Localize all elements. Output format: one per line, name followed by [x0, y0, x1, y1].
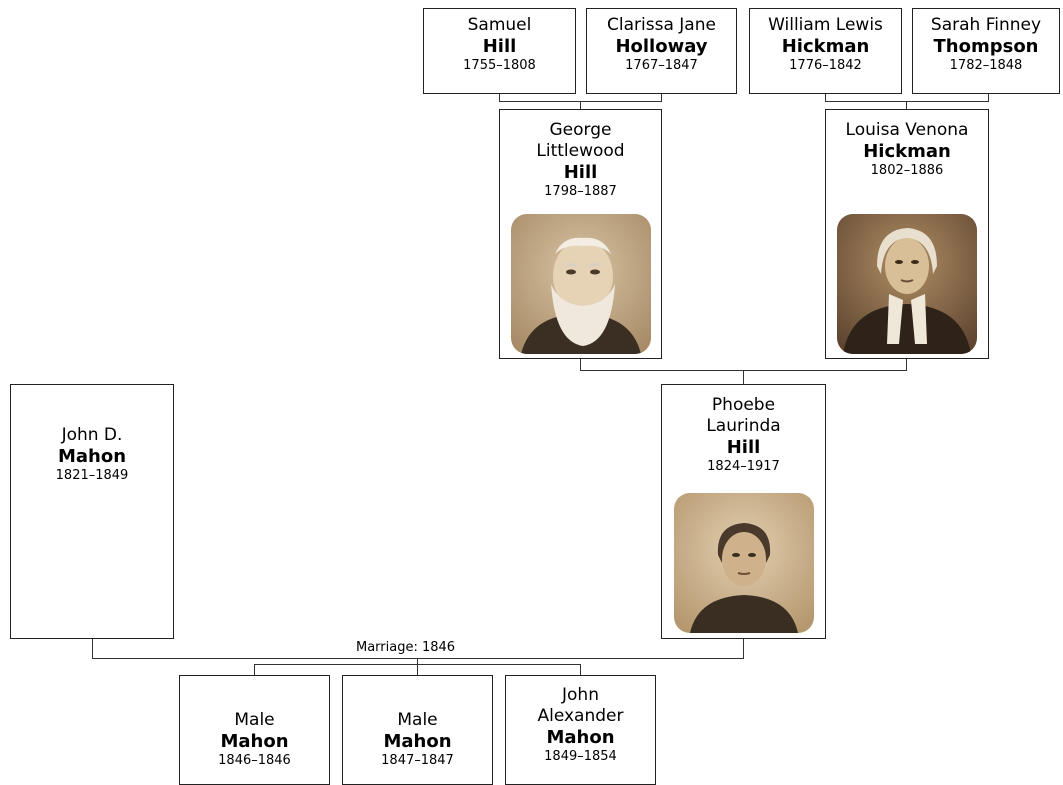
person-dates: 1847–1847	[381, 753, 454, 768]
woman-bonnet-portrait-icon	[837, 214, 977, 354]
person-dates: 1798–1887	[544, 184, 617, 199]
person-given-name: George	[549, 120, 612, 140]
connector-line	[988, 93, 989, 101]
portrait-photo[interactable]	[837, 214, 977, 354]
connector-line	[254, 664, 255, 675]
person-surname: Mahon	[383, 731, 452, 752]
person-dates: 1824–1917	[707, 459, 780, 474]
person-surname: Hickman	[781, 36, 870, 57]
connector-line	[499, 93, 500, 101]
person-given-name: Sarah Finney	[930, 15, 1042, 35]
person-surname: Mahon	[57, 446, 127, 467]
connector-line	[743, 370, 744, 384]
person-given-name: Alexander	[537, 706, 624, 726]
connector-line	[906, 358, 907, 371]
person-given-name: Phoebe	[711, 395, 776, 415]
person-card-george-hill[interactable]: George Littlewood Hill 1798–1887	[499, 109, 662, 359]
person-card-clarissa-holloway[interactable]: Clarissa Jane Holloway 1767–1847	[586, 8, 737, 94]
connector-line	[580, 101, 581, 109]
person-surname: Hill	[482, 36, 517, 57]
person-card-samuel-hill[interactable]: Samuel Hill 1755–1808	[423, 8, 576, 94]
connector-line	[825, 93, 826, 101]
connector-line	[92, 638, 93, 659]
person-dates: 1821–1849	[55, 468, 129, 483]
person-given-name: John D.	[61, 425, 123, 445]
woman-portrait-icon	[673, 493, 814, 633]
person-given-name: Laurinda	[706, 416, 781, 436]
connector-line	[906, 101, 907, 109]
person-surname: Hill	[726, 437, 761, 458]
person-card-sarah-thompson[interactable]: Sarah Finney Thompson 1782–1848	[912, 8, 1060, 94]
person-card-william-hickman[interactable]: William Lewis Hickman 1776–1842	[749, 8, 902, 94]
connector-line	[661, 93, 662, 101]
person-dates: 1776–1842	[789, 58, 862, 73]
person-given-name: Littlewood	[536, 141, 625, 161]
person-dates: 1849–1854	[544, 749, 617, 764]
connector-line	[92, 658, 744, 659]
portrait-photo[interactable]	[673, 493, 814, 633]
person-card-john-mahon[interactable]: John D. Mahon 1821–1849	[10, 384, 174, 639]
person-surname: Mahon	[220, 731, 289, 752]
connector-line	[417, 658, 418, 665]
person-given-name: Louisa Venona	[845, 120, 969, 140]
person-card-phoebe-hill[interactable]: Phoebe Laurinda Hill 1824–1917	[661, 384, 826, 639]
person-surname: Hickman	[863, 141, 951, 162]
person-given-name: Clarissa Jane	[607, 15, 716, 35]
connector-line	[825, 101, 989, 102]
person-surname: Holloway	[615, 36, 708, 57]
connector-line	[580, 664, 581, 675]
person-given-name: Male	[397, 710, 438, 730]
person-surname: Hill	[563, 162, 598, 183]
person-dates: 1782–1848	[949, 58, 1023, 73]
person-card-john-alexander-mahon[interactable]: John Alexander Mahon 1849–1854	[505, 675, 656, 785]
marriage-label: Marriage: 1846	[352, 640, 460, 656]
person-given-name: Samuel	[467, 15, 532, 35]
portrait-photo[interactable]	[510, 214, 651, 354]
person-given-name: John	[562, 685, 599, 705]
person-card-child-1[interactable]: Male Mahon 1846–1846	[179, 675, 330, 785]
person-given-name: William Lewis	[768, 15, 883, 35]
person-given-name: Male	[234, 710, 275, 730]
connector-line	[417, 664, 418, 675]
person-card-child-2[interactable]: Male Mahon 1847–1847	[342, 675, 493, 785]
person-card-louisa-hickman[interactable]: Louisa Venona Hickman 1802–1886	[825, 109, 989, 359]
person-surname: Thompson	[933, 36, 1039, 57]
person-dates: 1755–1808	[463, 58, 536, 73]
person-surname: Mahon	[546, 727, 615, 748]
person-dates: 1767–1847	[625, 58, 698, 73]
connector-line	[580, 358, 581, 371]
connector-line	[743, 638, 744, 659]
person-dates: 1802–1886	[870, 163, 944, 178]
bearded-man-portrait-icon	[510, 214, 651, 354]
person-dates: 1846–1846	[218, 753, 291, 768]
